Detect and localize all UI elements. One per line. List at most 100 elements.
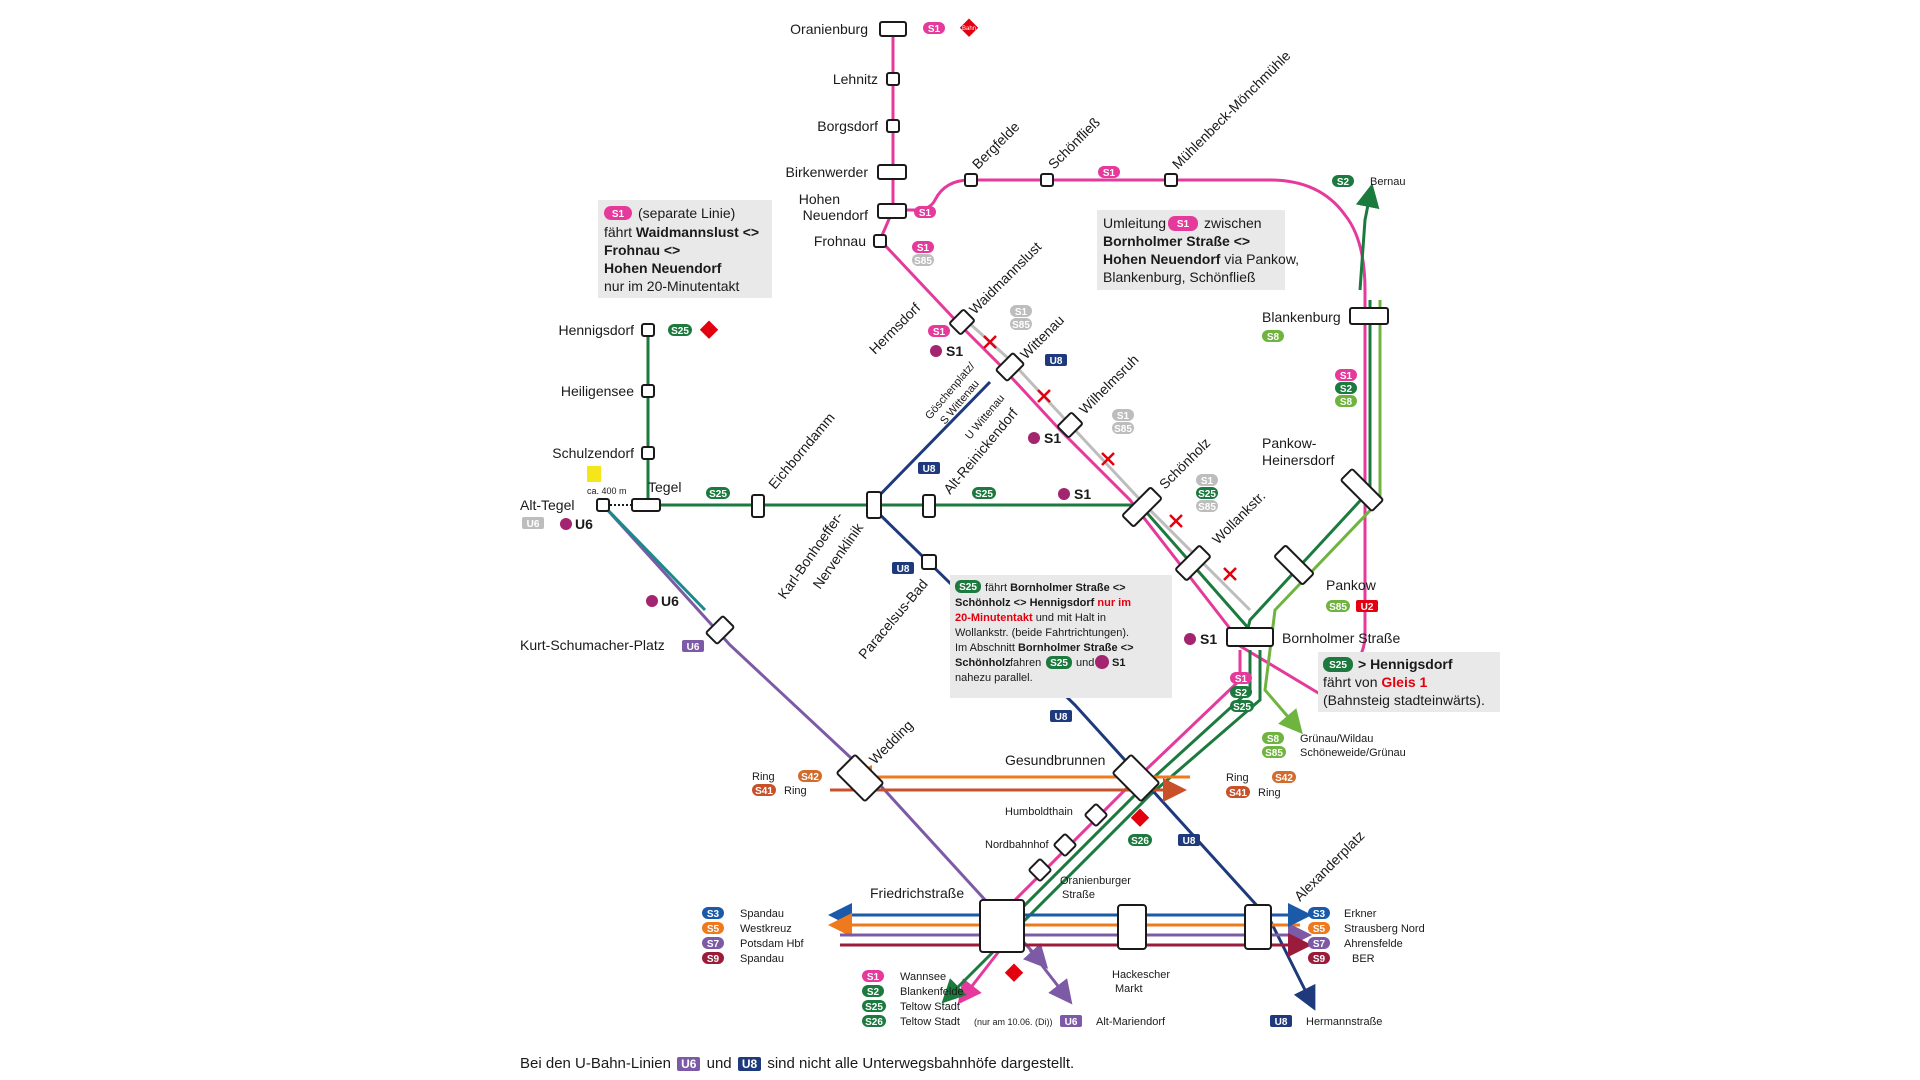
svg-text:S26: S26 xyxy=(865,1017,883,1028)
station-nordbahnhof-symbol xyxy=(1053,833,1077,857)
badge-s25-south: S25 xyxy=(1230,700,1254,713)
svg-text:S2: S2 xyxy=(1340,384,1353,395)
badge-s85-frohnau: S85 xyxy=(912,254,934,267)
ib4-l2-pre: fährt von xyxy=(1323,674,1377,690)
label-alt-tegel: Alt-Tegel xyxy=(520,497,574,513)
svg-text:S8: S8 xyxy=(1267,734,1280,745)
svg-text:nur im 20-Minutentakt: nur im 20-Minutentakt xyxy=(604,278,740,294)
dest-erkner: S3 Erkner xyxy=(1308,907,1377,920)
label-frohnau: Frohnau xyxy=(814,233,866,249)
svg-text:Spandau: Spandau xyxy=(740,908,784,920)
svg-text:S1: S1 xyxy=(917,243,930,254)
station-paracelsus-symbol xyxy=(921,554,937,570)
station-oranienburg-symbol xyxy=(879,21,907,37)
badge-s2-blank: S2 xyxy=(1335,382,1357,395)
station-schoenholz-symbol xyxy=(1122,487,1162,527)
badge-bus-u6: U6 xyxy=(646,593,679,609)
info-box-2: Umleitung S1 zwischen Bornholmer Straße … xyxy=(1097,210,1299,290)
svg-text:fährt von Gleis 1: fährt von Gleis 1 xyxy=(1323,674,1428,690)
dest-bernau: Bernau xyxy=(1370,176,1405,188)
badge-bus-wilhelmsruh: S1 xyxy=(1028,430,1061,446)
dest-ber: S9 BER xyxy=(1308,952,1375,965)
badge-u8-mid: U8 xyxy=(1050,710,1072,723)
svg-text:U8: U8 xyxy=(1275,1017,1288,1028)
svg-text:S1: S1 xyxy=(1201,476,1214,487)
ib3-l5-pre: Im Abschnitt xyxy=(955,642,1015,654)
svg-text:U6: U6 xyxy=(527,519,540,530)
svg-text:U2: U2 xyxy=(1361,602,1374,613)
label-gesundbrunnen: Gesundbrunnen xyxy=(1005,752,1105,768)
svg-text:S5: S5 xyxy=(707,924,720,935)
svg-text:S2: S2 xyxy=(1337,177,1350,188)
svg-text:Schöneweide/Grünau: Schöneweide/Grünau xyxy=(1300,747,1406,759)
badge-s1-south: S1 xyxy=(1230,672,1252,685)
closure-x-2 xyxy=(1037,389,1051,403)
badge-s85-gray-a: S85 xyxy=(1010,318,1032,331)
svg-text:Teltow Stadt: Teltow Stadt xyxy=(900,1001,960,1013)
svg-text:zwischen: zwischen xyxy=(1204,215,1262,231)
badge-bahn-hennigsdorf xyxy=(699,320,719,339)
station-tegel-symbol xyxy=(631,498,661,512)
badge-s1-gray-a: S1 xyxy=(1010,305,1032,318)
svg-text:S1: S1 xyxy=(1112,657,1125,669)
s-south-line-2 xyxy=(1003,650,1252,927)
svg-text:S1: S1 xyxy=(612,209,625,220)
svg-text:Ring: Ring xyxy=(752,771,775,783)
label-bornholmer: Bornholmer Straße xyxy=(1282,630,1400,646)
footer-post: sind nicht alle Unterwegsbahnhöfe darges… xyxy=(767,1055,1075,1072)
badge-s1-gray-b: S1 xyxy=(1112,409,1134,422)
svg-text:S1: S1 xyxy=(919,208,932,219)
station-eichborndamm-symbol xyxy=(751,494,765,518)
svg-text:BER: BER xyxy=(1352,953,1375,965)
svg-text:(separate Linie): (separate Linie) xyxy=(638,205,735,221)
ib1-l2-b: Waidmannslust <> xyxy=(636,224,759,240)
footer-and: und xyxy=(706,1055,732,1072)
badge-s26-gesund: S26 xyxy=(1128,834,1152,847)
station-schoenfliess-symbol xyxy=(1040,173,1054,187)
badge-s85-gray-c: S85 xyxy=(1196,500,1218,513)
footer-pre: Bei den U-Bahn-Linien xyxy=(520,1055,671,1072)
svg-text:Umleitung: Umleitung xyxy=(1103,215,1166,231)
svg-text:S41: S41 xyxy=(755,786,773,797)
station-borgsdorf-symbol xyxy=(886,119,900,133)
svg-text:S1: S1 xyxy=(1235,674,1248,685)
svg-text:Wannsee: Wannsee xyxy=(900,971,946,983)
svg-text:S1: S1 xyxy=(933,327,946,338)
svg-text:Ring: Ring xyxy=(1226,772,1249,784)
svg-text:S9: S9 xyxy=(1313,954,1326,965)
closure-x-3 xyxy=(1101,452,1115,466)
s25-south xyxy=(941,948,997,1004)
label-lehnitz: Lehnitz xyxy=(833,71,878,87)
badge-bus-waidmann: S1 xyxy=(930,343,963,359)
svg-text:S3: S3 xyxy=(1313,909,1326,920)
badge-bahn-oranienburg: Bahn xyxy=(959,18,979,37)
svg-text:S9: S9 xyxy=(707,954,720,965)
svg-text:S1: S1 xyxy=(867,972,880,983)
ib3-l1-pre: fährt xyxy=(985,582,1007,594)
label-hermsdorf: Hermsdorf xyxy=(866,300,924,358)
walk-distance: ca. 400 m xyxy=(587,486,627,496)
badge-s1-waidmann: S1 xyxy=(928,325,950,338)
svg-text:S7: S7 xyxy=(707,939,720,950)
label-wedding: Wedding xyxy=(866,717,916,767)
svg-text:20-Minutentakt und mit Halt in: 20-Minutentakt und mit Halt in xyxy=(955,612,1106,624)
footer-u6-badge: U6 xyxy=(677,1057,701,1071)
svg-text:S1: S1 xyxy=(1177,219,1190,230)
svg-text:U6: U6 xyxy=(1065,1017,1078,1028)
station-frohnau-symbol xyxy=(873,234,887,248)
svg-text:Erkner: Erkner xyxy=(1344,908,1377,920)
svg-text:U8: U8 xyxy=(897,564,910,575)
svg-text:S1: S1 xyxy=(1015,307,1028,318)
ib3-l2-r: nur im xyxy=(1097,597,1131,609)
badge-s25-schoen: S25 xyxy=(1196,487,1218,500)
